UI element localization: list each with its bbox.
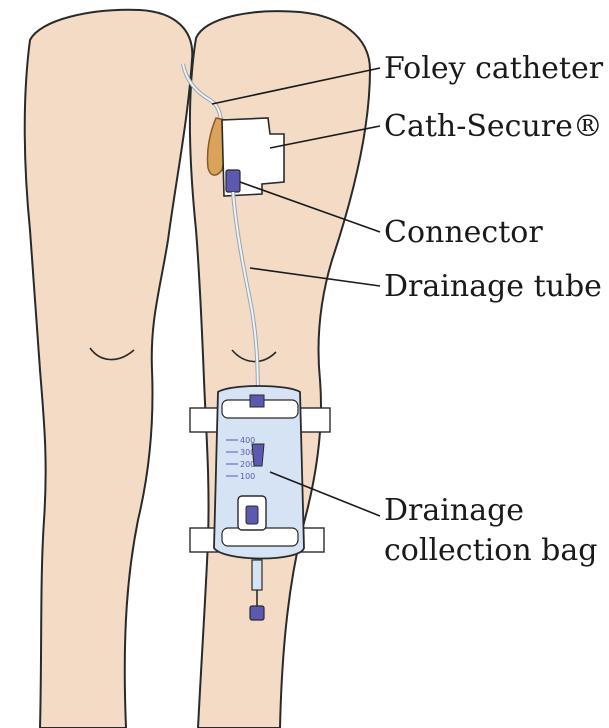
scale-tick-200: 200: [240, 460, 255, 469]
bag-valve: [252, 444, 264, 466]
left-leg: [25, 10, 193, 728]
bag-outlet: [252, 560, 262, 590]
scale-tick-100: 100: [240, 472, 255, 481]
connector: [226, 170, 240, 192]
label-bag-line1: Drainage: [384, 493, 524, 528]
label-foley-catheter: Foley catheter: [384, 51, 604, 86]
label-connector: Connector: [384, 215, 543, 250]
label-cath-secure: Cath-Secure®: [384, 109, 603, 144]
label-drainage-tube: Drainage tube: [384, 269, 602, 304]
label-bag-line2: collection bag: [384, 533, 597, 568]
outlet-cap: [250, 606, 264, 620]
